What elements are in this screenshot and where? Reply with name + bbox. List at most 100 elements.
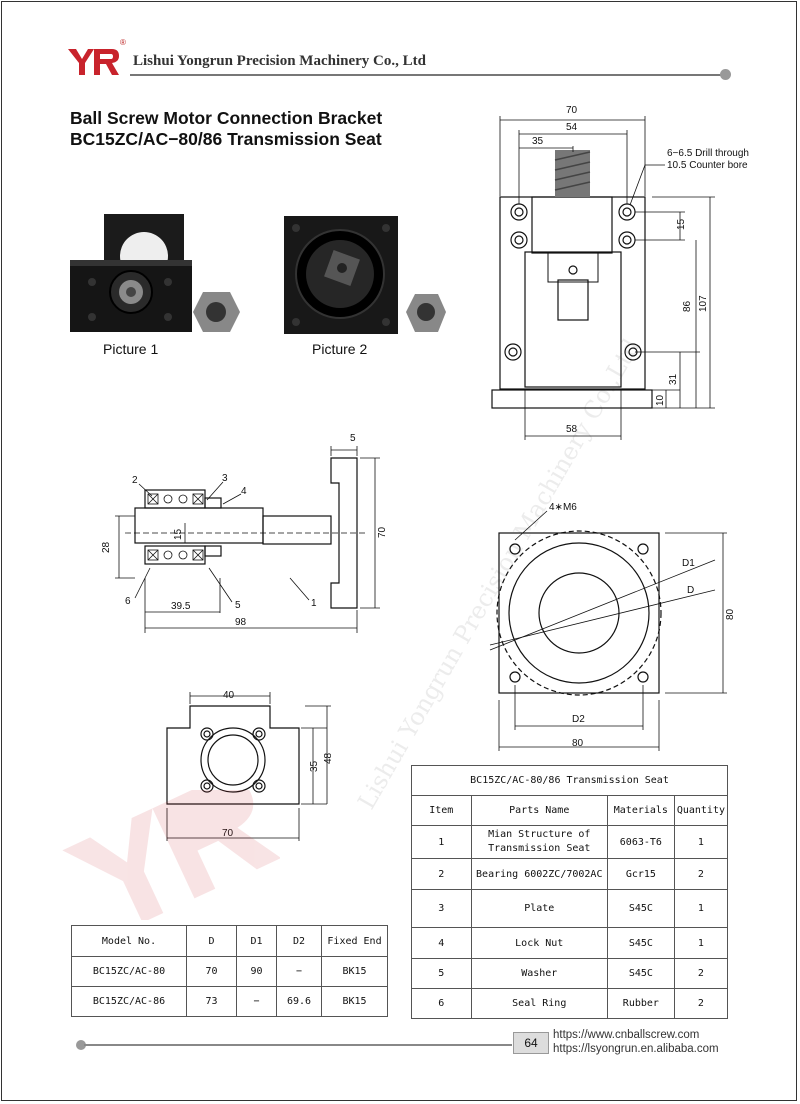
dim-28-side: 28 (101, 541, 112, 553)
label-d2: D2 (572, 714, 585, 725)
dim-80-horizontal: 80 (572, 738, 584, 749)
parts-cell: Gcr15 (606, 858, 675, 890)
dim-48: 48 (323, 752, 334, 764)
small-flange-drawing: 40 35 48 70 (166, 690, 334, 841)
table-row: 6 Seal Ring Rubber 2 (411, 988, 729, 1019)
parts-cell: 3 (411, 889, 472, 928)
callout-3: 3 (222, 473, 228, 484)
page-title: Ball Screw Motor Connection Bracket BC15… (70, 108, 382, 150)
drill-note-2: 10.5 Counter bore (667, 160, 748, 171)
parts-table-caption: BC15ZC/AC-80/86 Transmission Seat (411, 765, 728, 796)
callout-1: 1 (311, 598, 317, 609)
product-photo-2 (284, 216, 446, 334)
model-cell: 90 (236, 956, 277, 987)
parts-cell: Lock Nut (470, 927, 608, 959)
parts-cell: Mian Structure of Transmission Seat (470, 825, 608, 859)
table-row: 2 Bearing 6002ZC/7002AC Gcr15 2 (411, 858, 729, 890)
dim-39-5: 39.5 (171, 601, 191, 612)
side-section-drawing: 5 70 28 15 39.5 98 2 3 4 5 6 1 (101, 433, 388, 633)
dim-58: 58 (566, 424, 578, 435)
model-header-d1: D1 (236, 925, 277, 957)
dim-31: 31 (668, 373, 679, 385)
front-flange-drawing: 4∗M6 D1 D 80 D2 80 (489, 502, 736, 751)
parts-header-name: Parts Name (470, 795, 608, 826)
parts-cell: Seal Ring (470, 988, 608, 1019)
parts-cell: 2 (673, 858, 729, 890)
product-photo-1 (70, 214, 240, 332)
dim-70-side: 70 (377, 526, 388, 538)
label-d1: D1 (682, 558, 695, 569)
footer-urls: https://www.cnballscrew.com https://lsyo… (553, 1028, 719, 1056)
dim-35-top: 35 (532, 136, 544, 147)
model-table: Model No. D D1 D2 Fixed End BC15ZC/AC-80… (71, 925, 388, 1017)
table-row: BC15ZC/AC-80 70 90 − BK15 (71, 956, 388, 987)
parts-cell: 1 (673, 889, 729, 928)
hole-note: 4∗M6 (549, 502, 577, 513)
parts-cell: 2 (673, 958, 729, 989)
parts-cell: 4 (411, 927, 472, 959)
alibaba-link[interactable]: https://lsyongrun.en.alibaba.com (553, 1043, 719, 1055)
drill-note-1: 6−6.5 Drill through (667, 148, 749, 159)
parts-cell: 2 (411, 858, 472, 890)
title-line-2: BC15ZC/AC−80/86 Transmission Seat (70, 129, 382, 149)
parts-table: BC15ZC/AC-80/86 Transmission Seat Item P… (411, 765, 729, 1019)
dim-107: 107 (698, 295, 709, 312)
dim-70-small: 70 (222, 828, 234, 839)
parts-cell: 5 (411, 958, 472, 989)
label-d: D (687, 585, 694, 596)
logo-watermark (62, 790, 280, 920)
model-cell: BC15ZC/AC-86 (71, 986, 187, 1017)
table-row: 5 Washer S45C 2 (411, 958, 729, 989)
header-rule (130, 74, 725, 76)
dim-86: 86 (682, 300, 693, 312)
parts-cell: 6 (411, 988, 472, 1019)
model-cell: 70 (186, 956, 237, 987)
header-rule-dot (720, 69, 731, 80)
dim-10: 10 (655, 394, 666, 406)
footer-rule (84, 1044, 512, 1046)
parts-cell: Plate (470, 889, 608, 928)
dim-5-side: 5 (350, 433, 356, 444)
parts-cell: 2 (673, 988, 729, 1019)
parts-cell: Rubber (606, 988, 675, 1019)
title-line-1: Ball Screw Motor Connection Bracket (70, 108, 383, 128)
callout-2: 2 (132, 475, 138, 486)
page-number: 64 (513, 1032, 549, 1054)
callout-5: 5 (235, 600, 241, 611)
model-cell: BK15 (321, 956, 388, 987)
table-row: 3 Plate S45C 1 (411, 889, 729, 928)
parts-cell: S45C (606, 958, 675, 989)
model-cell: BC15ZC/AC-80 (71, 956, 187, 987)
table-row: 4 Lock Nut S45C 1 (411, 927, 729, 959)
dim-15-top: 15 (676, 218, 687, 230)
model-cell: BK15 (321, 986, 388, 1017)
registered-mark: ® (120, 38, 126, 47)
model-cell: − (276, 956, 322, 987)
website-link[interactable]: https://www.cnballscrew.com (553, 1029, 700, 1041)
parts-header-item: Item (411, 795, 472, 826)
company-name: Lishui Yongrun Precision Machinery Co., … (133, 53, 426, 69)
dim-15-side: 15 (173, 528, 184, 540)
footer-rule-dot (76, 1040, 86, 1050)
table-row: 1 Mian Structure of Transmission Seat 60… (411, 825, 729, 859)
dim-70-top: 70 (566, 105, 578, 116)
parts-cell: 1 (673, 825, 729, 859)
picture-1-caption: Picture 1 (103, 341, 159, 357)
model-header-d2: D2 (276, 925, 322, 957)
parts-cell: 1 (411, 825, 472, 859)
model-header-d: D (186, 925, 237, 957)
picture-2-caption: Picture 2 (312, 341, 368, 357)
parts-cell: Washer (470, 958, 608, 989)
model-header-fixed-end: Fixed End (321, 925, 388, 957)
parts-cell: 6063-T6 (606, 825, 675, 859)
callout-6: 6 (125, 596, 131, 607)
parts-cell: Bearing 6002ZC/7002AC (470, 858, 608, 890)
parts-header-quantity: Quantity (673, 795, 729, 826)
model-header-model: Model No. (71, 925, 187, 957)
dim-40: 40 (223, 690, 235, 701)
dim-80-vertical: 80 (725, 608, 736, 620)
table-row: BC15ZC/AC-86 73 − 69.6 BK15 (71, 986, 388, 1017)
dim-98: 98 (235, 617, 247, 628)
model-cell: − (236, 986, 277, 1017)
